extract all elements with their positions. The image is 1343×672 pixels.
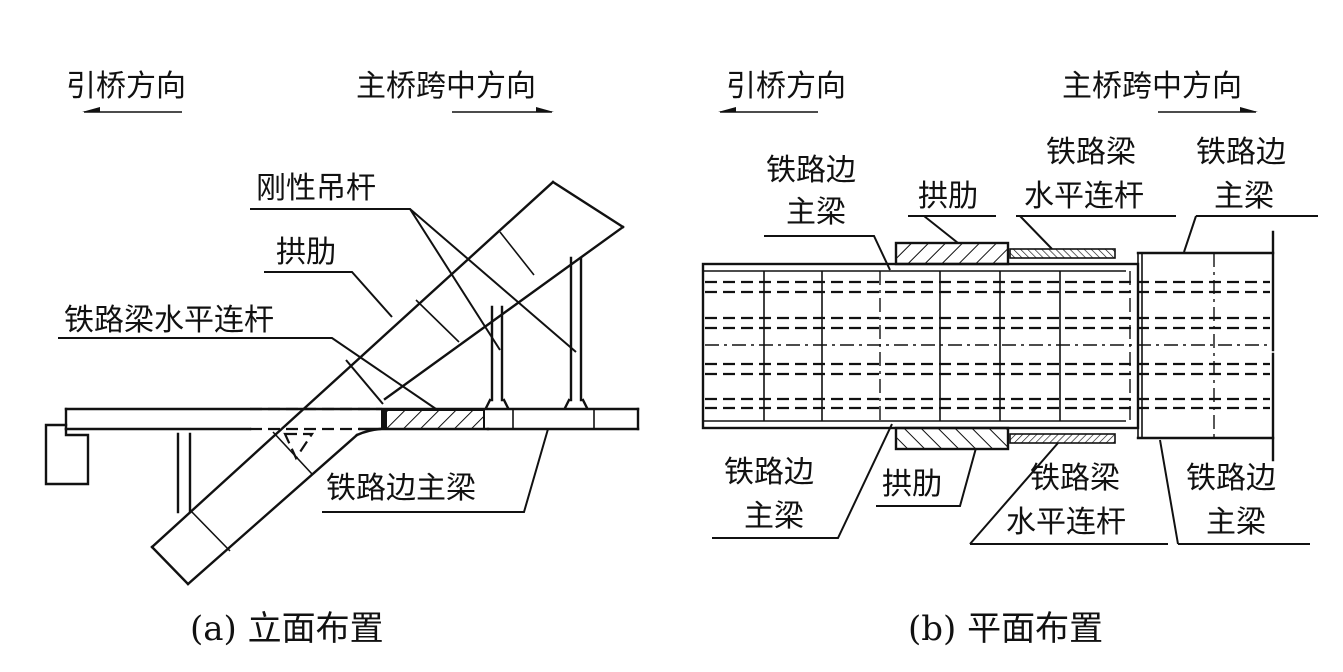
panel-a-elevation: 引桥方向 主桥跨中方向: [44, 69, 640, 649]
label-b-link-top-1: 铁路梁: [1046, 135, 1136, 170]
caption-a: (a) 立面布置: [190, 609, 384, 649]
arrow-left-icon-b: [718, 107, 818, 113]
leader-b-girder-top: [764, 235, 891, 271]
direction-right-label: 主桥跨中方向: [356, 69, 536, 104]
leader-b-girder-bot: [712, 423, 893, 539]
arch-rib-bottom: [894, 426, 1010, 451]
horizontal-link-top: [1009, 248, 1116, 259]
leader-b-link-bot: [969, 442, 1168, 545]
horizontal-link-bottom: [1009, 433, 1116, 444]
label-horizontal-link: 铁路梁水平连杆: [64, 303, 274, 338]
label-b-girder-bot-2: 主梁: [744, 499, 804, 534]
label-b-girder-bot-right-2: 主梁: [1206, 505, 1266, 540]
label-b-girder-top-right-2: 主梁: [1214, 179, 1274, 214]
leader-b-arch-bot: [876, 447, 977, 507]
label-b-girder-top-1: 铁路边: [766, 153, 856, 188]
label-arch-rib: 拱肋: [276, 235, 336, 270]
label-b-girder-top-2: 主梁: [786, 195, 846, 230]
leader-b-girder-top-right: [1183, 215, 1318, 253]
leader-horizontal-link: [58, 337, 437, 410]
arrow-left-icon: [82, 107, 182, 113]
label-rigid-hanger: 刚性吊杆: [256, 171, 376, 206]
leader-b-link-top: [1016, 215, 1176, 250]
label-b-link-top-2: 水平连杆: [1024, 179, 1144, 214]
label-b-girder-bot-right-1: 铁路边: [1186, 461, 1276, 496]
leader-arch-rib: [264, 271, 393, 318]
leader-b-girder-bot-right: [1159, 439, 1310, 545]
arch-rib-elevation: [150, 180, 625, 586]
label-b-link-bot-1: 铁路梁: [1030, 461, 1120, 496]
horizontal-link-hatch: [385, 409, 485, 430]
arrow-right-icon-b: [1158, 107, 1258, 113]
label-b-arch-bot: 拱肋: [882, 467, 942, 502]
direction-left-label: 引桥方向: [66, 69, 186, 104]
leader-b-arch-top: [908, 215, 996, 244]
pier-stub: [44, 423, 90, 486]
deck-plan-grid: [701, 230, 1275, 462]
leader-rigid-hanger: [250, 208, 577, 353]
panel-b-plan: 引桥方向 主桥跨中方向: [701, 69, 1318, 649]
edge-girder-elevation: [64, 407, 640, 431]
caption-b: (b) 平面布置: [908, 609, 1103, 649]
rigid-hangers: [484, 256, 589, 410]
leader-edge-girder: [322, 428, 549, 513]
label-b-link-bot-2: 水平连杆: [1006, 505, 1126, 540]
arch-rib-top: [894, 241, 1010, 266]
label-b-girder-bot-1: 铁路边: [724, 455, 814, 490]
label-b-arch-top: 拱肋: [918, 179, 978, 214]
direction-left-label-b: 引桥方向: [726, 69, 846, 104]
arrow-right-icon: [452, 107, 554, 113]
label-edge-girder: 铁路边主梁: [326, 471, 476, 506]
direction-right-label-b: 主桥跨中方向: [1062, 69, 1242, 104]
label-b-girder-top-right-1: 铁路边: [1196, 135, 1286, 170]
